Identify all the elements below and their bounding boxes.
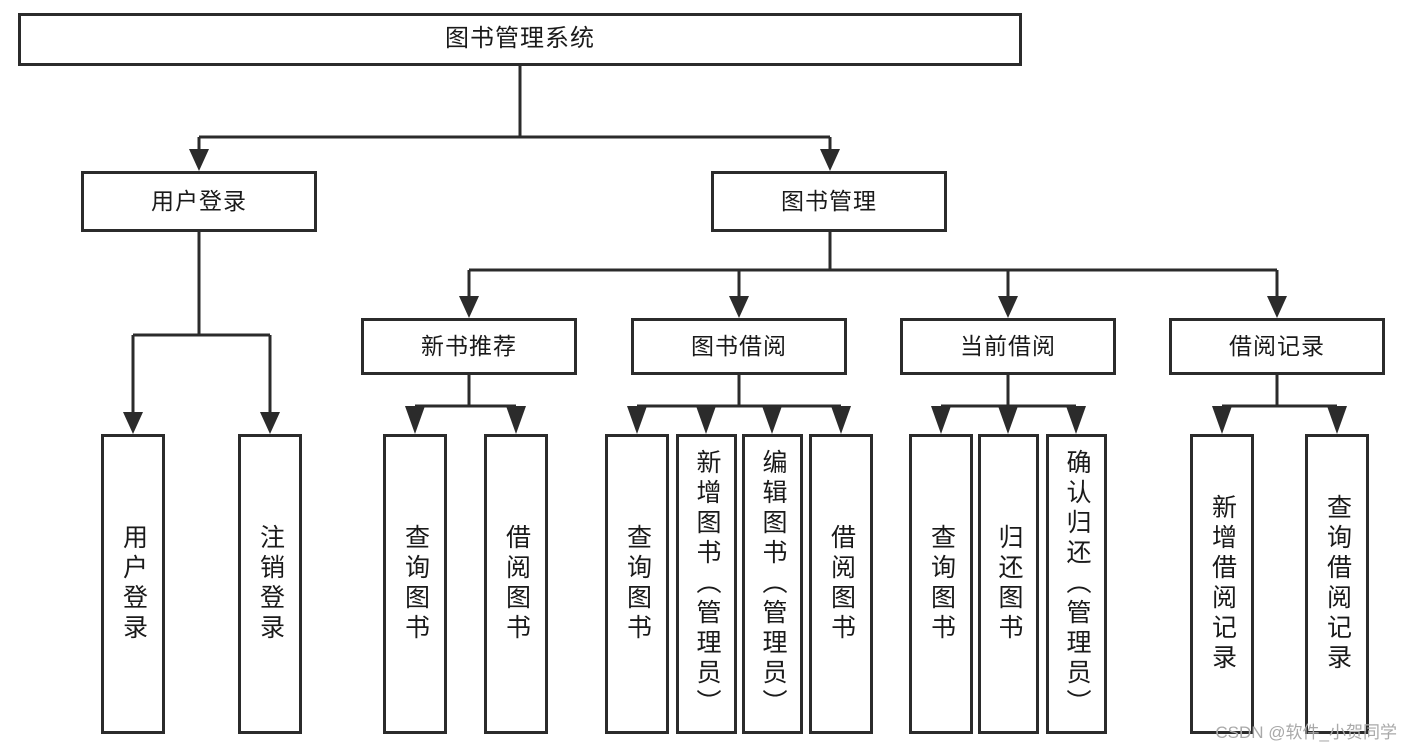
node-leaf-edit-book-admin[interactable]: 编辑图书（管理员） [742,434,803,734]
arrow-borrow-record [1267,296,1287,318]
node-borrow-record-label: 借阅记录 [1229,332,1325,359]
arrow-leaf-add-book-admin [696,406,716,434]
node-user-login-label: 用户登录 [151,187,247,214]
node-leaf-borrow-book-2-label: 借阅图书 [827,524,856,644]
node-leaf-user-logout-label: 注销登录 [256,524,285,644]
node-current-borrow[interactable]: 当前借阅 [900,318,1116,375]
node-leaf-query-book-3-label: 查询图书 [927,524,956,644]
node-leaf-borrow-book-1-label: 借阅图书 [502,524,531,644]
node-leaf-add-book-admin[interactable]: 新增图书（管理员） [676,434,737,734]
node-leaf-query-book-2[interactable]: 查询图书 [605,434,669,734]
node-leaf-confirm-return-admin-label: 确认归还（管理员） [1063,449,1091,719]
node-leaf-borrow-book-1[interactable]: 借阅图书 [484,434,548,734]
arrow-leaf-query-book-1 [405,406,425,434]
node-leaf-query-book-1-label: 查询图书 [401,524,430,644]
arrow-leaf-edit-book-admin [762,406,782,434]
node-book-manage-label: 图书管理 [781,187,877,214]
node-leaf-user-login-label: 用户登录 [119,524,148,644]
node-book-manage[interactable]: 图书管理 [711,171,947,232]
node-leaf-add-borrow-record-label: 新增借阅记录 [1208,494,1237,674]
node-leaf-query-book-1[interactable]: 查询图书 [383,434,447,734]
node-leaf-user-login[interactable]: 用户登录 [101,434,165,734]
arrow-leaf-borrow-book-2 [831,406,851,434]
node-user-login[interactable]: 用户登录 [81,171,317,232]
arrow-leaf-query-book-3 [931,406,951,434]
node-book-borrow-label: 图书借阅 [691,332,787,359]
arrow-book-manage [820,149,840,171]
watermark-text: CSDN @软件_小贺同学 [1215,723,1397,742]
arrow-leaf-add-borrow-record [1212,406,1232,434]
node-book-borrow[interactable]: 图书借阅 [631,318,847,375]
arrow-leaf-query-book-2 [627,406,647,434]
node-leaf-borrow-book-2[interactable]: 借阅图书 [809,434,873,734]
arrow-current-borrow [998,296,1018,318]
node-leaf-query-borrow-record[interactable]: 查询借阅记录 [1305,434,1369,734]
node-current-borrow-label: 当前借阅 [960,332,1056,359]
arrow-leaf-confirm-return-admin [1066,406,1086,434]
node-borrow-record[interactable]: 借阅记录 [1169,318,1385,375]
node-leaf-return-book-label: 归还图书 [995,524,1023,644]
arrow-leaf-borrow-book-1 [506,406,526,434]
node-leaf-user-logout[interactable]: 注销登录 [238,434,302,734]
node-leaf-query-book-2-label: 查询图书 [623,524,652,644]
node-root-label: 图书管理系统 [445,25,595,53]
node-leaf-add-book-admin-label: 新增图书（管理员） [693,449,721,719]
node-leaf-return-book[interactable]: 归还图书 [978,434,1039,734]
arrow-leaf-user-logout [260,412,280,434]
node-leaf-confirm-return-admin[interactable]: 确认归还（管理员） [1046,434,1107,734]
node-leaf-add-borrow-record[interactable]: 新增借阅记录 [1190,434,1254,734]
node-leaf-edit-book-admin-label: 编辑图书（管理员） [759,449,787,719]
arrow-new-book-recommend [459,296,479,318]
node-root[interactable]: 图书管理系统 [18,13,1022,66]
node-new-book-recommend-label: 新书推荐 [421,332,517,359]
node-leaf-query-book-3[interactable]: 查询图书 [909,434,973,734]
arrow-leaf-user-login [123,412,143,434]
node-leaf-query-borrow-record-label: 查询借阅记录 [1323,494,1352,674]
arrow-leaf-query-borrow-record [1327,406,1347,434]
arrow-user-login [189,149,209,171]
arrow-book-borrow [729,296,749,318]
node-new-book-recommend[interactable]: 新书推荐 [361,318,577,375]
arrow-leaf-return-book [998,406,1018,434]
